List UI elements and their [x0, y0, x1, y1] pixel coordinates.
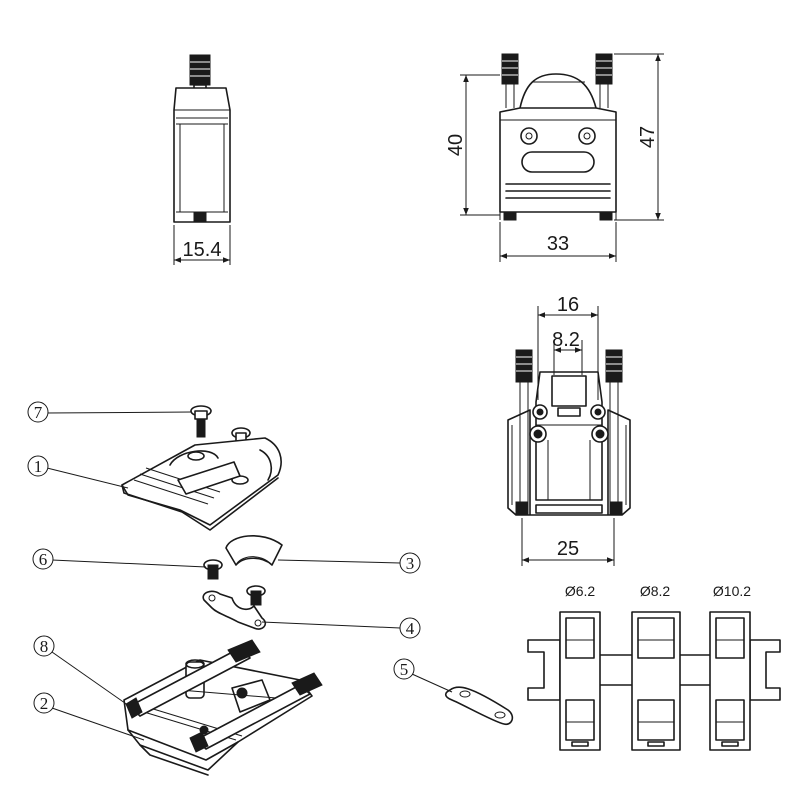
callout-2: 2	[33, 692, 145, 741]
exploded-view: 7 1 6 3 4 8 2	[27, 401, 514, 776]
cable-clamp-inserts: Ø6.2 Ø8.2 Ø10.2	[527, 583, 781, 751]
rear-right-screw-icon	[605, 349, 623, 383]
part-7-screw-icon	[190, 405, 212, 438]
side-body	[173, 87, 231, 223]
label-cable-6-2: Ø6.2	[565, 583, 596, 599]
insert-10-2	[709, 611, 751, 751]
part-8-jack-screw-icon	[125, 639, 323, 753]
svg-text:3: 3	[406, 554, 415, 573]
dim-rear-bottom-width: 25	[557, 538, 579, 560]
part-4-strain-relief	[202, 590, 267, 630]
part-5-strap	[444, 686, 514, 726]
dim-front-height-total: 47	[637, 126, 659, 148]
callout-5: 5	[393, 658, 453, 693]
svg-text:8: 8	[40, 637, 49, 656]
front-view: 40 47 33	[445, 53, 664, 262]
rear-left-screw-icon	[515, 349, 533, 383]
part-6-screw-icon	[203, 559, 266, 606]
callout-6: 6	[32, 548, 207, 570]
front-right-hole-icon	[578, 127, 596, 145]
front-right-screw-icon	[595, 53, 613, 85]
callout-8: 8	[33, 635, 133, 709]
dim-front-height-body: 40	[445, 134, 467, 156]
dim-rear-outer-width: 16	[557, 294, 579, 316]
side-view: 15.4	[173, 54, 231, 265]
insert-8-2	[631, 611, 681, 751]
label-cable-10-2: Ø10.2	[713, 583, 751, 599]
callout-4: 4	[261, 617, 421, 639]
dim-rear-inner-width: 8.2	[552, 329, 580, 351]
front-left-screw-icon	[501, 53, 519, 85]
dim-side-width: 15.4	[183, 239, 222, 261]
svg-text:2: 2	[40, 694, 49, 713]
part-1-top-cover	[121, 437, 282, 531]
rear-view: 16 8.2 25	[507, 294, 631, 566]
part-3-clamp-half	[225, 534, 283, 566]
svg-text:5: 5	[400, 660, 409, 679]
callout-3: 3	[277, 552, 421, 574]
svg-text:7: 7	[34, 403, 43, 422]
front-left-hole-icon	[520, 127, 538, 145]
svg-text:6: 6	[39, 550, 48, 569]
insert-6-2	[559, 611, 601, 751]
dim-front-width: 33	[547, 233, 569, 255]
svg-text:4: 4	[406, 619, 415, 638]
callout-1: 1	[27, 455, 129, 489]
part-2-bottom-shell	[123, 659, 313, 776]
front-window	[521, 151, 595, 173]
side-screw-head-icon	[189, 54, 211, 86]
svg-text:1: 1	[34, 457, 43, 476]
callout-7: 7	[27, 401, 193, 423]
label-cable-8-2: Ø8.2	[640, 583, 671, 599]
